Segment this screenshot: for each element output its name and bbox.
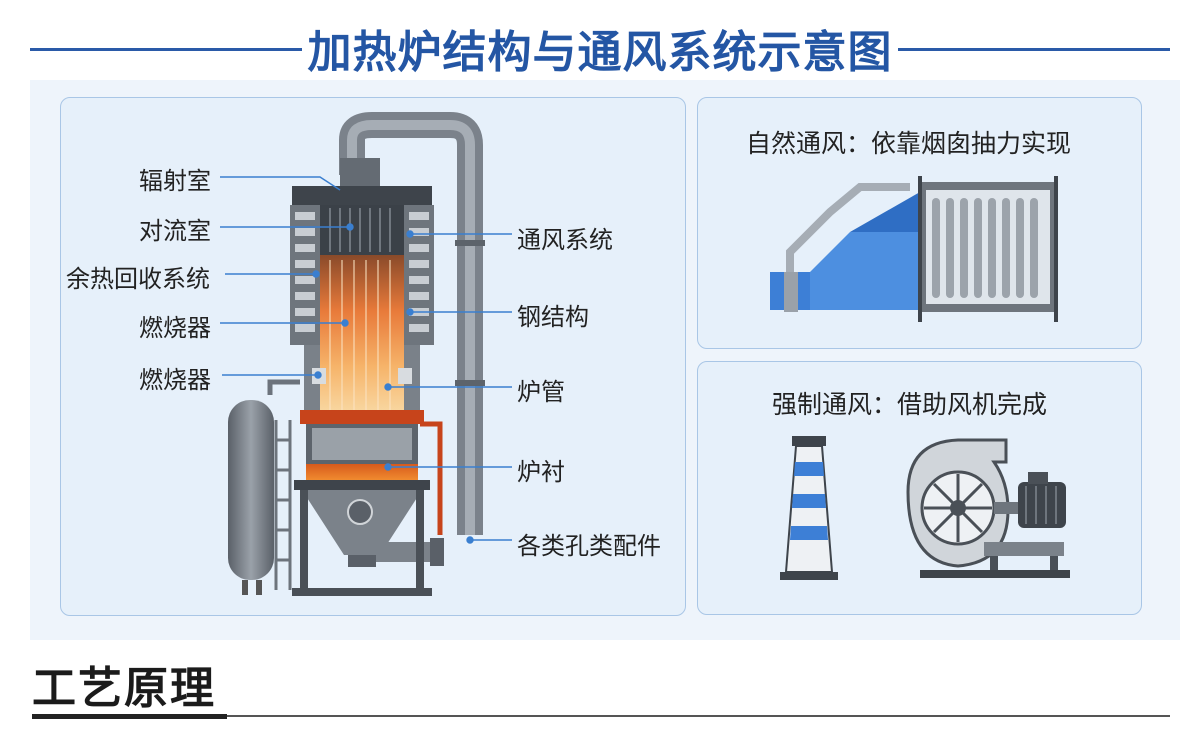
- tube-bank: [918, 176, 1058, 322]
- furnace-body: [290, 186, 444, 596]
- section-underline: [227, 715, 1170, 717]
- section-underline-accent: [32, 714, 227, 719]
- page-title: 加热炉结构与通风系统示意图: [307, 27, 893, 78]
- title-rule-left: [30, 48, 302, 51]
- centrifugal-fan-icon: [906, 438, 1070, 578]
- section-title: 工艺原理: [32, 663, 216, 714]
- label-furnace-lining: 炉衬: [517, 458, 565, 486]
- label-ventilation-system: 通风系统: [517, 226, 613, 254]
- label-steel-structure: 钢结构: [517, 303, 589, 331]
- air-duct: [770, 183, 920, 312]
- label-burner-upper: 燃烧器: [139, 314, 211, 342]
- service-ladder: [274, 420, 292, 590]
- label-waste-heat-recovery: 余热回收系统: [66, 265, 210, 293]
- side-tank: [228, 379, 300, 595]
- natural-draft-caption: 自然通风：依靠烟囱抽力实现: [746, 129, 1072, 158]
- chimney-icon: [780, 436, 838, 580]
- label-burner-lower: 燃烧器: [139, 366, 211, 394]
- callout-leaders: [220, 176, 512, 544]
- label-radiant-chamber: 辐射室: [139, 167, 211, 195]
- label-furnace-tube: 炉管: [517, 378, 565, 406]
- flue-duct: [339, 112, 485, 535]
- header: 加热炉结构与通风系统示意图: [0, 0, 1200, 90]
- heat-exchanger-illustration: [770, 176, 1058, 322]
- forced-draft-caption: 强制通风：借助风机完成: [772, 390, 1048, 419]
- title-rule-right: [898, 48, 1170, 51]
- label-convection-chamber: 对流室: [139, 217, 211, 245]
- label-port-fittings: 各类孔类配件: [517, 532, 661, 560]
